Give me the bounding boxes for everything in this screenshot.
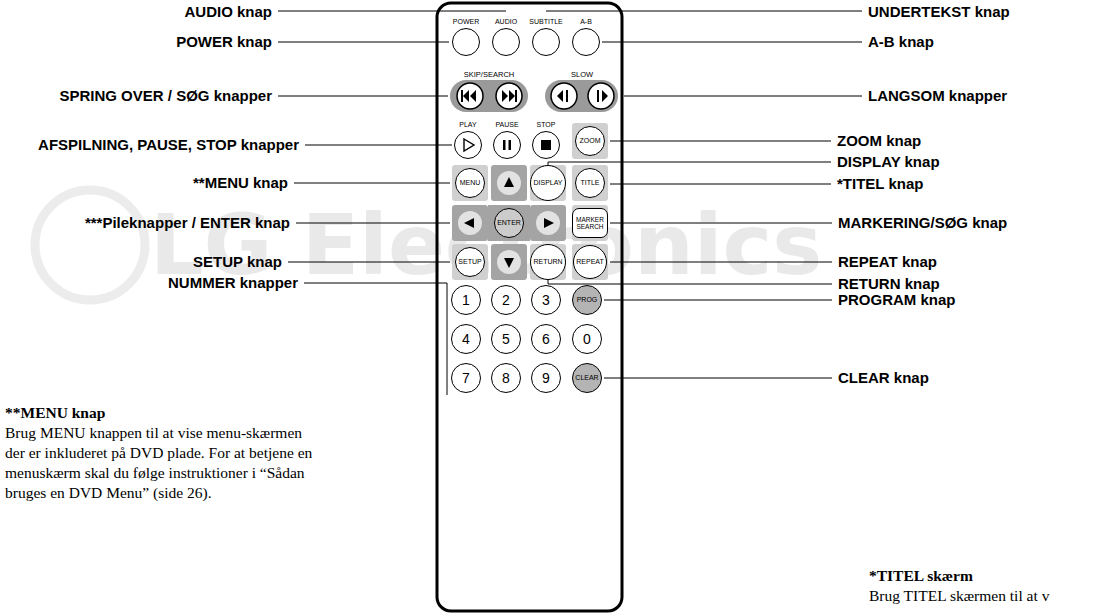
callout-label: CLEAR knap [838, 369, 929, 387]
button-number: 3 [542, 292, 550, 308]
callout-label: REPEAT knap [838, 253, 937, 271]
button-number: 0 [583, 331, 591, 347]
callout-label: ***Pileknapper / ENTER knap [85, 214, 290, 232]
callout-label: RETURN knap [838, 275, 940, 293]
note-body: Brug MENU knappen til at vise menu-skærm… [5, 423, 317, 503]
button-label: A-B [580, 18, 592, 26]
round-button: DISPLAY [530, 165, 566, 201]
number-button: 2 [491, 285, 521, 315]
note-heading: *TITEL skærm [869, 566, 973, 586]
labelled-button: AUDIO [492, 18, 520, 56]
labelled-button: SUBTITLE [529, 18, 562, 56]
round-button: CLEAR [572, 363, 602, 393]
callout-label: AFSPILNING, PAUSE, STOP knapper [38, 136, 299, 154]
callout-label: MARKERING/SØG knap [838, 214, 1007, 232]
play-icon [464, 139, 474, 151]
button-circle [493, 131, 521, 159]
button-label: TITLE [580, 179, 599, 187]
button-label: CLEAR [575, 374, 598, 382]
number-button: 4 [451, 324, 481, 354]
callout-label: NUMMER knapper [168, 274, 298, 292]
zoom-pad [572, 123, 608, 159]
button-circle [532, 28, 560, 56]
slow-pill [545, 80, 618, 112]
button-label: POWER [453, 18, 479, 26]
number-button: 8 [491, 363, 521, 393]
stop-icon [541, 140, 551, 150]
callout-label: *TITEL knap [837, 175, 923, 193]
callout-label: AUDIO knap [184, 3, 272, 21]
skip-pill [450, 80, 528, 112]
button-circle [572, 28, 600, 56]
callout-label: PROGRAM knap [838, 291, 956, 309]
button-label: ZOOM [580, 137, 601, 145]
note-heading: **MENU knap [5, 403, 105, 423]
button-label: SETUP [458, 258, 481, 266]
number-button: 5 [491, 324, 521, 354]
round-button: RETURN [530, 244, 566, 280]
button-label: REPEAT [576, 258, 604, 266]
labelled-button: A-B [572, 18, 600, 56]
button-number: 2 [502, 292, 510, 308]
button-circle [532, 131, 560, 159]
pause-icon [503, 140, 506, 150]
button-label: AUDIO [495, 18, 517, 26]
round-button: PROG [572, 285, 602, 315]
remote-body [437, 3, 622, 611]
callout-label: **MENU knap [193, 174, 288, 192]
arrow-cross [452, 165, 566, 280]
number-button: 3 [531, 285, 561, 315]
number-button: 1 [451, 285, 481, 315]
button-label: SUBTITLE [529, 18, 562, 26]
labelled-button: PLAY [454, 121, 482, 159]
button-label: MARKER SEARCH [576, 216, 604, 231]
skip-back-button [457, 83, 483, 109]
button-number: 8 [502, 370, 510, 386]
round-button: TITLE [575, 168, 605, 198]
number-button: 6 [531, 324, 561, 354]
labelled-button: STOP [532, 121, 560, 159]
button-number: 5 [502, 331, 510, 347]
round-button: ZOOM [575, 126, 605, 156]
labelled-button: POWER [452, 18, 480, 56]
rounded-button: MARKER SEARCH [572, 208, 608, 238]
callout-label: LANGSOM knapper [868, 87, 1007, 105]
button-circle [492, 28, 520, 56]
button-number: 6 [542, 331, 550, 347]
button-number: 9 [542, 370, 550, 386]
watermark-logo [35, 190, 145, 300]
callout-label: SPRING OVER / SØG knapper [59, 87, 272, 105]
button-label: PAUSE [495, 121, 518, 129]
callout-label: A-B knap [868, 33, 934, 51]
button-label: MENU [460, 179, 481, 187]
button-circle [454, 131, 482, 159]
callout-label: UNDERTEKST knap [868, 3, 1010, 21]
number-button: 9 [531, 363, 561, 393]
button-label: RETURN [533, 258, 562, 266]
button-number: 7 [462, 370, 470, 386]
button-number: 4 [462, 331, 470, 347]
callout-label: SETUP knap [193, 253, 282, 271]
number-button: 0 [572, 324, 602, 354]
callout-label: ZOOM knap [837, 132, 921, 150]
button-label: STOP [537, 121, 556, 129]
button-label: ENTER [497, 219, 521, 227]
number-button: 7 [451, 363, 481, 393]
callout-label: POWER knap [176, 33, 272, 51]
button-label: PLAY [459, 121, 476, 129]
slow-forward-button [588, 83, 614, 109]
note-body: Brug TITEL skærmen til at v [869, 586, 1049, 606]
slow-back-button [551, 83, 577, 109]
callout-label: DISPLAY knap [837, 153, 940, 171]
skip-forward-button [496, 83, 522, 109]
labelled-button: PAUSE [493, 121, 521, 159]
button-label: PROG [577, 296, 598, 304]
round-button: MENU [455, 168, 485, 198]
button-group-label: SKIP/SEARCH [464, 70, 514, 79]
button-circle [452, 28, 480, 56]
button-number: 1 [462, 292, 470, 308]
button-label: DISPLAY [533, 179, 562, 187]
button-group-label: SLOW [571, 70, 593, 79]
leader-lines [278, 11, 862, 395]
